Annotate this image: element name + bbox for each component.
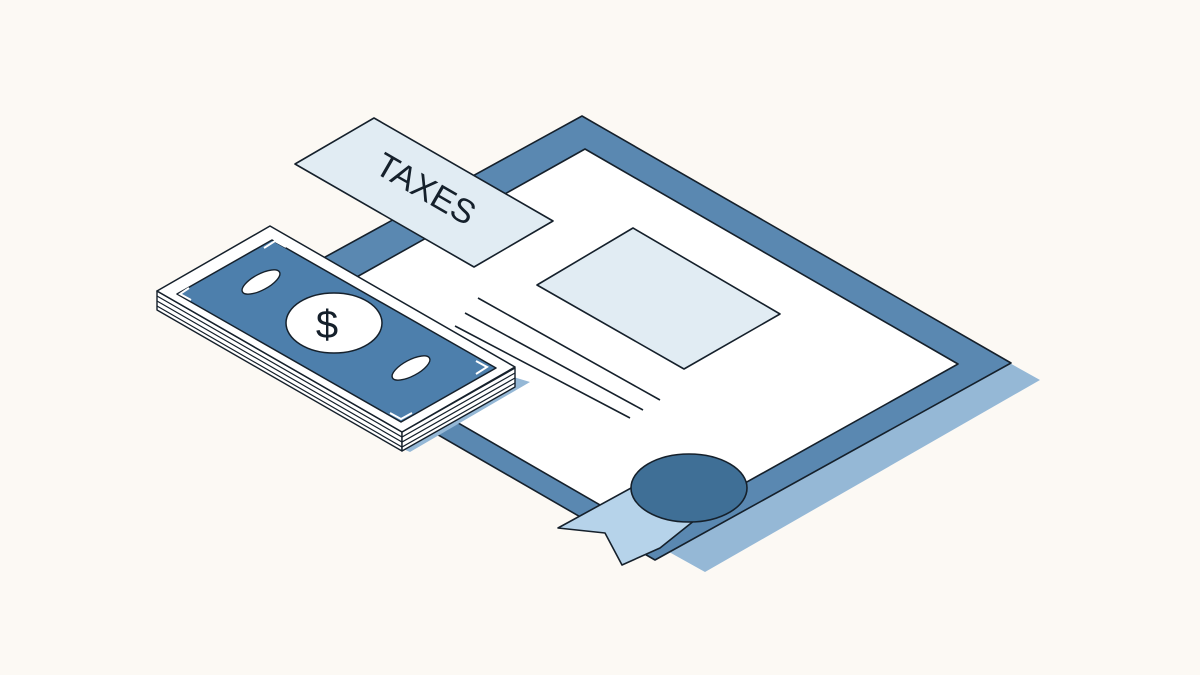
text-line <box>464 312 644 411</box>
text-line <box>454 325 631 419</box>
money-stack-icon: $ <box>156 225 530 452</box>
stack-layer-line <box>156 300 516 443</box>
banknote-oval <box>391 355 431 381</box>
dollar-coin <box>285 292 383 354</box>
stack-layer-line <box>156 305 516 448</box>
award-seal-icon <box>557 453 748 566</box>
dollar-symbol: $ <box>316 303 338 347</box>
banknote-corner <box>389 412 413 421</box>
banknote-corner <box>263 239 287 249</box>
banknote-oval <box>241 269 281 295</box>
tag-card <box>294 117 554 268</box>
text-line <box>477 297 661 401</box>
banknote-corner <box>178 287 192 301</box>
seal <box>630 453 748 523</box>
image-placeholder <box>536 227 781 370</box>
stack-layer-line <box>156 295 516 438</box>
banknote-corner <box>475 360 489 375</box>
